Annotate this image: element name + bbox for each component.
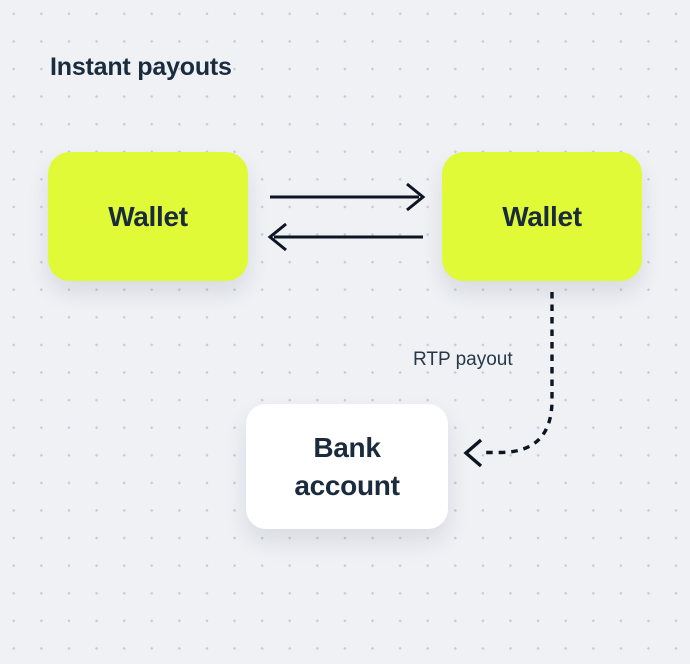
node-wallet-left: Wallet <box>48 152 248 281</box>
arrow-wallet-to-wallet-right-icon <box>270 182 426 212</box>
arrow-wallet-to-wallet-left-icon <box>267 222 423 252</box>
node-bank-account: Bank account <box>246 404 448 529</box>
node-bank-account-label-line1: Bank <box>313 431 381 463</box>
node-bank-account-label-line2: account <box>294 469 400 501</box>
diagram-title: Instant payouts <box>50 53 232 81</box>
rtp-payout-label: RTP payout <box>413 349 513 370</box>
node-wallet-right-label: Wallet <box>502 200 582 232</box>
node-wallet-left-label: Wallet <box>108 200 188 232</box>
node-wallet-right: Wallet <box>442 152 642 281</box>
arrow-rtp-payout-dashed-icon <box>463 292 554 468</box>
